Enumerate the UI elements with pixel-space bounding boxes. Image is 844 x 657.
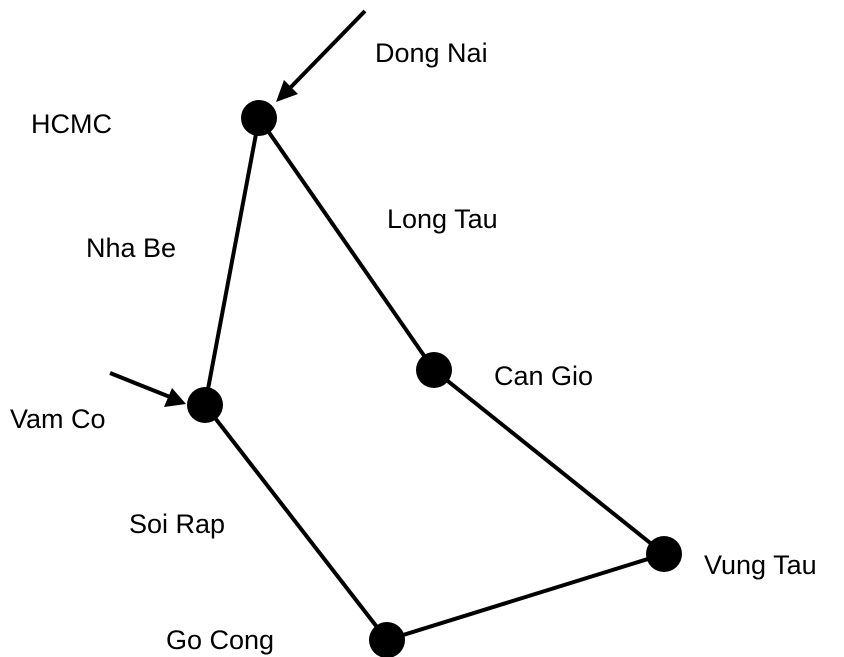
node-go-cong	[369, 622, 405, 657]
node-vam-co	[187, 387, 223, 423]
label-nha-be: Nha Be	[86, 233, 177, 263]
label-go-cong: Go Cong	[166, 625, 275, 655]
edge-go-cong-vung-tau	[385, 552, 666, 642]
label-vam-co: Vam Co	[10, 404, 106, 434]
label-vung-tau: Vung Tau	[704, 550, 817, 580]
edge-hcmc-can-gio	[257, 116, 436, 372]
label-hcmc: HCMC	[31, 109, 112, 139]
vam-co-inflow-arrow	[109, 371, 186, 407]
edge-can-gio-vung-tau	[432, 368, 666, 556]
edge-hcmc-vam-co	[203, 116, 261, 407]
label-dong-nai: Dong Nai	[375, 38, 488, 68]
node-hcmc	[241, 100, 277, 136]
label-long-tau: Long Tau	[387, 204, 498, 234]
edge-vam-co-go-cong	[203, 403, 389, 642]
node-can-gio	[416, 352, 452, 388]
label-soi-rap: Soi Rap	[129, 509, 226, 539]
dong-nai-inflow-arrow	[276, 9, 367, 102]
node-vung-tau	[646, 536, 682, 572]
label-can-gio: Can Gio	[494, 361, 594, 391]
